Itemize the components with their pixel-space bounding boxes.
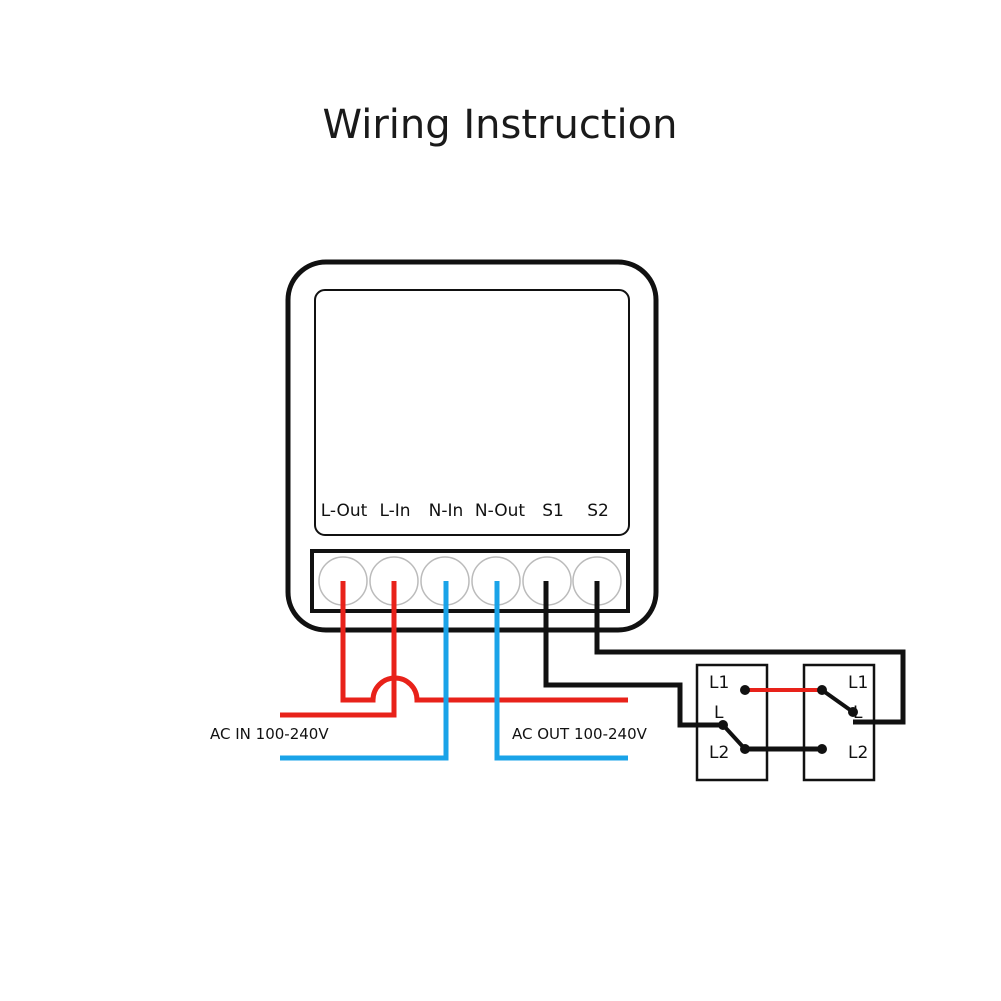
switch-2-l1-contact [817,685,827,695]
page-title: Wiring Instruction [323,102,678,148]
switch-1-l1-label: L1 [709,673,729,693]
wire-s1 [543,581,723,728]
smart-switch-module: L-Out L-In N-In N-Out S1 S2 [285,259,659,633]
ac-out-label: AC OUT 100-240V [512,725,648,743]
terminal-label-l-in: L-In [379,501,410,521]
neutral-wires [280,581,628,761]
switch-2-l1-label: L1 [848,673,868,693]
wire-s2 [594,581,906,725]
module-face-panel [314,289,630,536]
wire-l-in [280,581,397,718]
switch-1-l-label: L [714,703,724,723]
switch-2-lever [820,688,855,714]
terminal-label-s1: S1 [542,501,564,521]
switch-1-l2-contact [740,744,750,754]
wire-n-in [280,581,449,761]
switch-contacts [718,685,858,754]
ac-in-label: AC IN 100-240V [210,725,329,743]
terminal-label-s2: S2 [587,501,609,521]
terminal-label-n-in: N-In [429,501,464,521]
switch-1-l2-label: L2 [709,743,729,763]
switch-1-l1-contact [740,685,750,695]
switch-1-l-contact [718,720,728,730]
switch-2-l2-label: L2 [848,743,868,763]
switch-2-l2-contact [817,744,827,754]
signal-wires [543,581,906,752]
terminal-label-l-out: L-Out [321,501,368,521]
wire-n-out [494,581,628,761]
switch-1-lever [721,723,747,751]
switch-2-l-contact [848,707,858,717]
terminal-label-n-out: N-Out [475,501,525,521]
switch-2-l-label: L [853,703,863,723]
live-wires [280,581,628,718]
